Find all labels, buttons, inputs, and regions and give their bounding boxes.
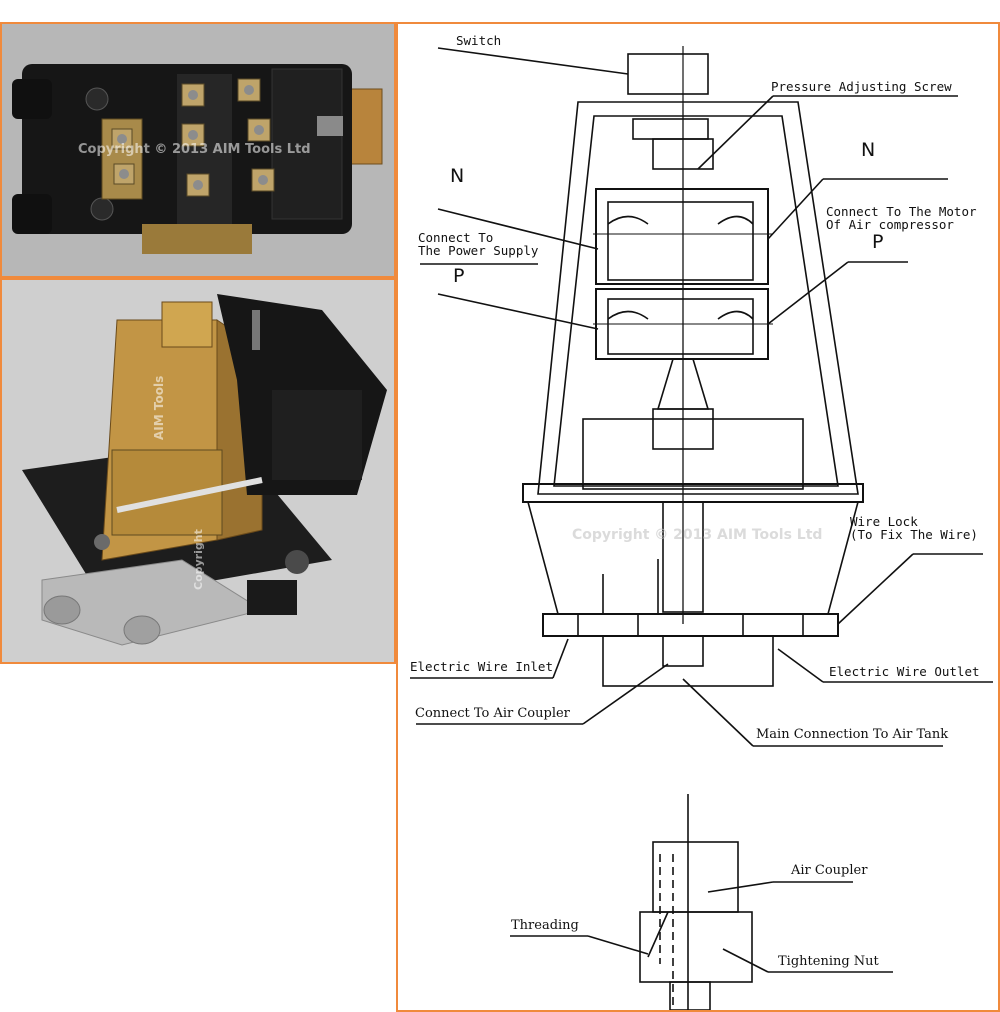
label-connect-motor: Connect To The Motor Of Air compressor	[826, 204, 977, 232]
label-pressure-adjusting-screw: Pressure Adjusting Screw	[771, 79, 952, 94]
photo-switch-assembly: AIM Tools Copyright	[0, 278, 396, 664]
watermark-top-photo: Copyright © 2013 AIM Tools Ltd	[78, 142, 311, 157]
watermark-diagram: Copyright © 2013 AIM Tools Ltd	[572, 527, 823, 543]
base-body	[526, 501, 860, 615]
switch-assembly-illustration	[2, 280, 394, 662]
label-electric-wire-inlet: Electric Wire Inlet	[410, 659, 553, 674]
label-n-left: N	[450, 165, 465, 187]
label-p-left: P	[453, 265, 465, 287]
leader-air-coupler	[707, 881, 774, 893]
label-tightening-nut: Tightening Nut	[778, 954, 879, 969]
label-connect-air-coupler: Connect To Air Coupler	[415, 706, 570, 721]
label-threading: Threading	[511, 918, 579, 933]
watermark-bottom-photo-corner: Copyright	[192, 529, 205, 590]
label-p-right: P	[872, 231, 884, 253]
label-electric-wire-outlet: Electric Wire Outlet	[829, 664, 980, 679]
label-air-coupler: Air Coupler	[791, 863, 868, 878]
label-switch: Switch	[456, 33, 502, 48]
leader-n-left	[437, 208, 599, 250]
diagram-panel: Switch Pressure Adjusting Screw N N Conn…	[396, 22, 1000, 1012]
cover-housing	[537, 101, 859, 495]
leader-switch	[437, 47, 629, 75]
terminal-block-illustration	[2, 24, 394, 276]
label-wire-lock: Wire Lock (To Fix The Wire)	[850, 514, 978, 542]
label-n-right: N	[861, 139, 876, 161]
coupler-body	[652, 841, 739, 913]
leader-p-left	[437, 293, 599, 330]
label-main-connection-air-tank: Main Connection To Air Tank	[756, 727, 949, 742]
leader-nut	[722, 948, 769, 973]
label-connect-power-supply: Connect To The Power Supply	[418, 230, 539, 258]
pressure-switch-line-drawing	[410, 46, 993, 1010]
photo-terminal-block: Copyright © 2013 AIM Tools Ltd	[0, 22, 396, 278]
watermark-bottom-photo-side: AIM Tools	[152, 375, 166, 440]
tightening-nut-shape	[639, 911, 753, 983]
switch-knob	[627, 53, 709, 95]
leader-n-right	[767, 178, 824, 240]
